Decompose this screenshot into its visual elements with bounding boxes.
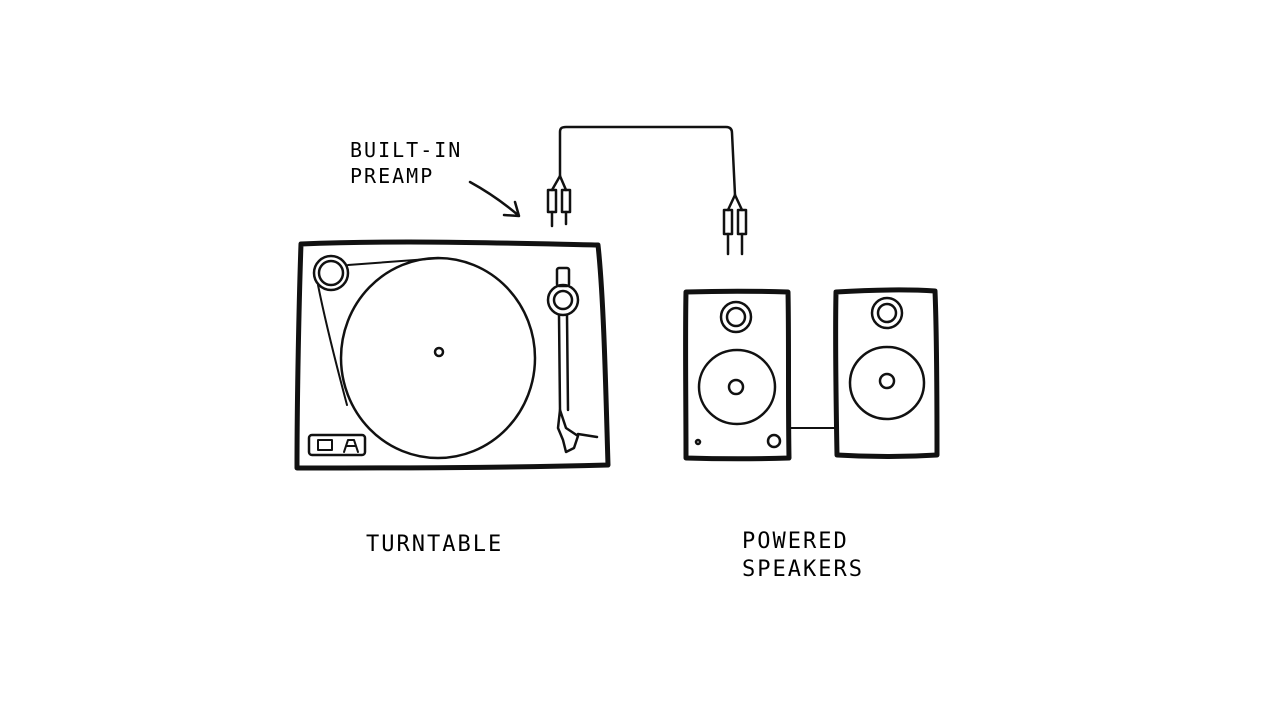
preamp-arrow [468, 180, 521, 218]
rca-cable [546, 125, 748, 256]
rca-plug-right-1 [722, 208, 734, 236]
tonearm-arm [557, 313, 570, 412]
cable-split-left [550, 174, 568, 192]
preamp-label-line2: PREAMP [350, 164, 435, 188]
speaker-left-woofer [697, 348, 777, 426]
rca-plug-right-2 [736, 208, 748, 236]
rca-pin-right [726, 232, 744, 256]
turntable-label: TURNTABLE [366, 532, 504, 557]
turntable-body [294, 239, 611, 471]
tonearm-lift [576, 432, 599, 439]
drive-belt-side [317, 284, 348, 406]
speakers-label-line2: SPEAKERS [742, 557, 864, 582]
speakers-label-line1: POWERED [742, 529, 849, 554]
speaker-left-led [694, 438, 702, 446]
tonearm-pivot-outer [546, 283, 580, 317]
speaker-right-tweeter-outer [870, 296, 904, 330]
platter [339, 256, 537, 460]
speaker-left-tweeter-outer [719, 300, 753, 334]
speaker-left [683, 288, 792, 462]
tonearm-counterweight [555, 266, 571, 288]
pulley-outer [312, 254, 350, 292]
speed-switch [317, 439, 333, 451]
pulley-inner [317, 259, 345, 287]
turntable [294, 239, 611, 471]
arrow-shaft [468, 180, 520, 217]
spindle [433, 346, 445, 358]
arrow-head [502, 200, 521, 218]
turntable-control-panel [307, 433, 367, 457]
speaker-right-woofer [848, 345, 926, 421]
speaker-left-cabinet [683, 288, 792, 462]
preamp-label-line1: BUILT-IN [350, 138, 463, 162]
tonearm [546, 266, 599, 454]
cable-wire [558, 125, 737, 197]
cable-split-right [726, 193, 744, 212]
speaker-right [833, 287, 940, 459]
speaker-left-tweeter-inner [725, 306, 747, 328]
tonearm-pivot-inner [552, 289, 574, 311]
power-knob [343, 439, 359, 453]
speakers-label: POWERED SPEAKERS [742, 528, 864, 584]
tonearm-headshell [556, 408, 580, 454]
speaker-right-cabinet [833, 287, 940, 459]
preamp-label: BUILT-IN PREAMP [350, 137, 462, 189]
speaker-left-woofer-cap [727, 378, 745, 396]
rca-plug-left-2 [560, 188, 572, 214]
speaker-left-port [766, 433, 782, 449]
speaker-right-tweeter-inner [876, 302, 898, 324]
speaker-right-woofer-cap [878, 372, 896, 390]
rca-pin-left [550, 210, 568, 228]
rca-plug-left-1 [546, 188, 558, 214]
drive-belt-top [347, 257, 443, 266]
